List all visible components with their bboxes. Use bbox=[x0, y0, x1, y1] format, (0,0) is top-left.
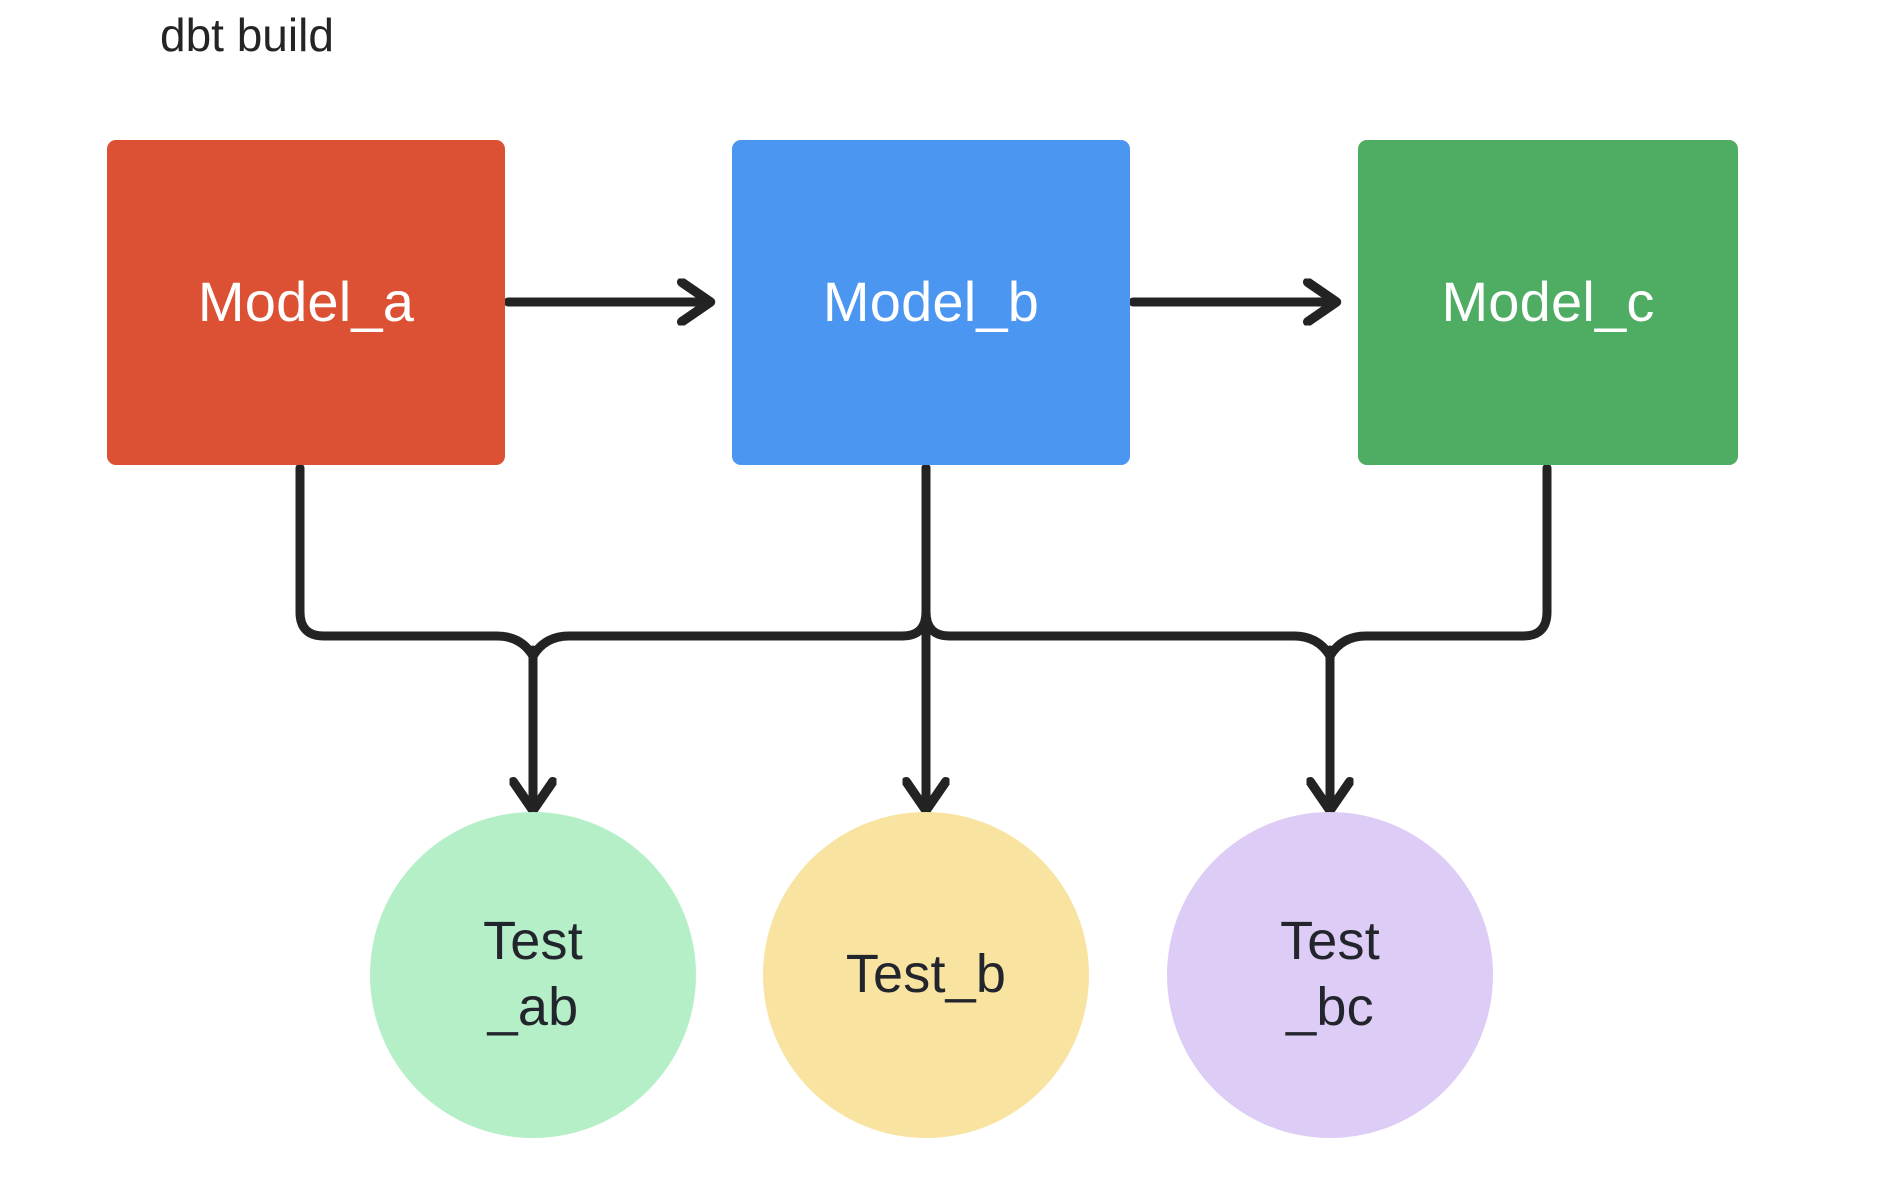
node-model-c[interactable]: Model_c bbox=[1358, 140, 1738, 465]
node-model-a-label: Model_a bbox=[197, 270, 415, 334]
node-model-b[interactable]: Model_b bbox=[732, 140, 1130, 465]
node-model-c-label: Model_c bbox=[1441, 270, 1655, 334]
page-title: dbt build bbox=[160, 9, 334, 61]
node-test-ab-label: Test _ab bbox=[483, 911, 583, 1037]
edge-model-b-to-test-bc bbox=[921, 463, 1335, 661]
node-test-b[interactable]: Test_b bbox=[763, 812, 1089, 1138]
node-test-bc-label: Test _bc bbox=[1280, 911, 1380, 1037]
edge-model-c-to-test-bc bbox=[1325, 463, 1552, 661]
node-test-ab[interactable]: Test _ab bbox=[370, 812, 696, 1138]
edge-model-a-to-test-ab bbox=[295, 463, 538, 661]
node-model-b-label: Model_b bbox=[822, 270, 1040, 334]
node-test-bc[interactable]: Test _bc bbox=[1167, 812, 1493, 1138]
node-test-b-label: Test_b bbox=[845, 944, 1007, 1005]
node-model-a[interactable]: Model_a bbox=[107, 140, 505, 465]
edge-model-b-to-test-ab bbox=[528, 463, 931, 661]
